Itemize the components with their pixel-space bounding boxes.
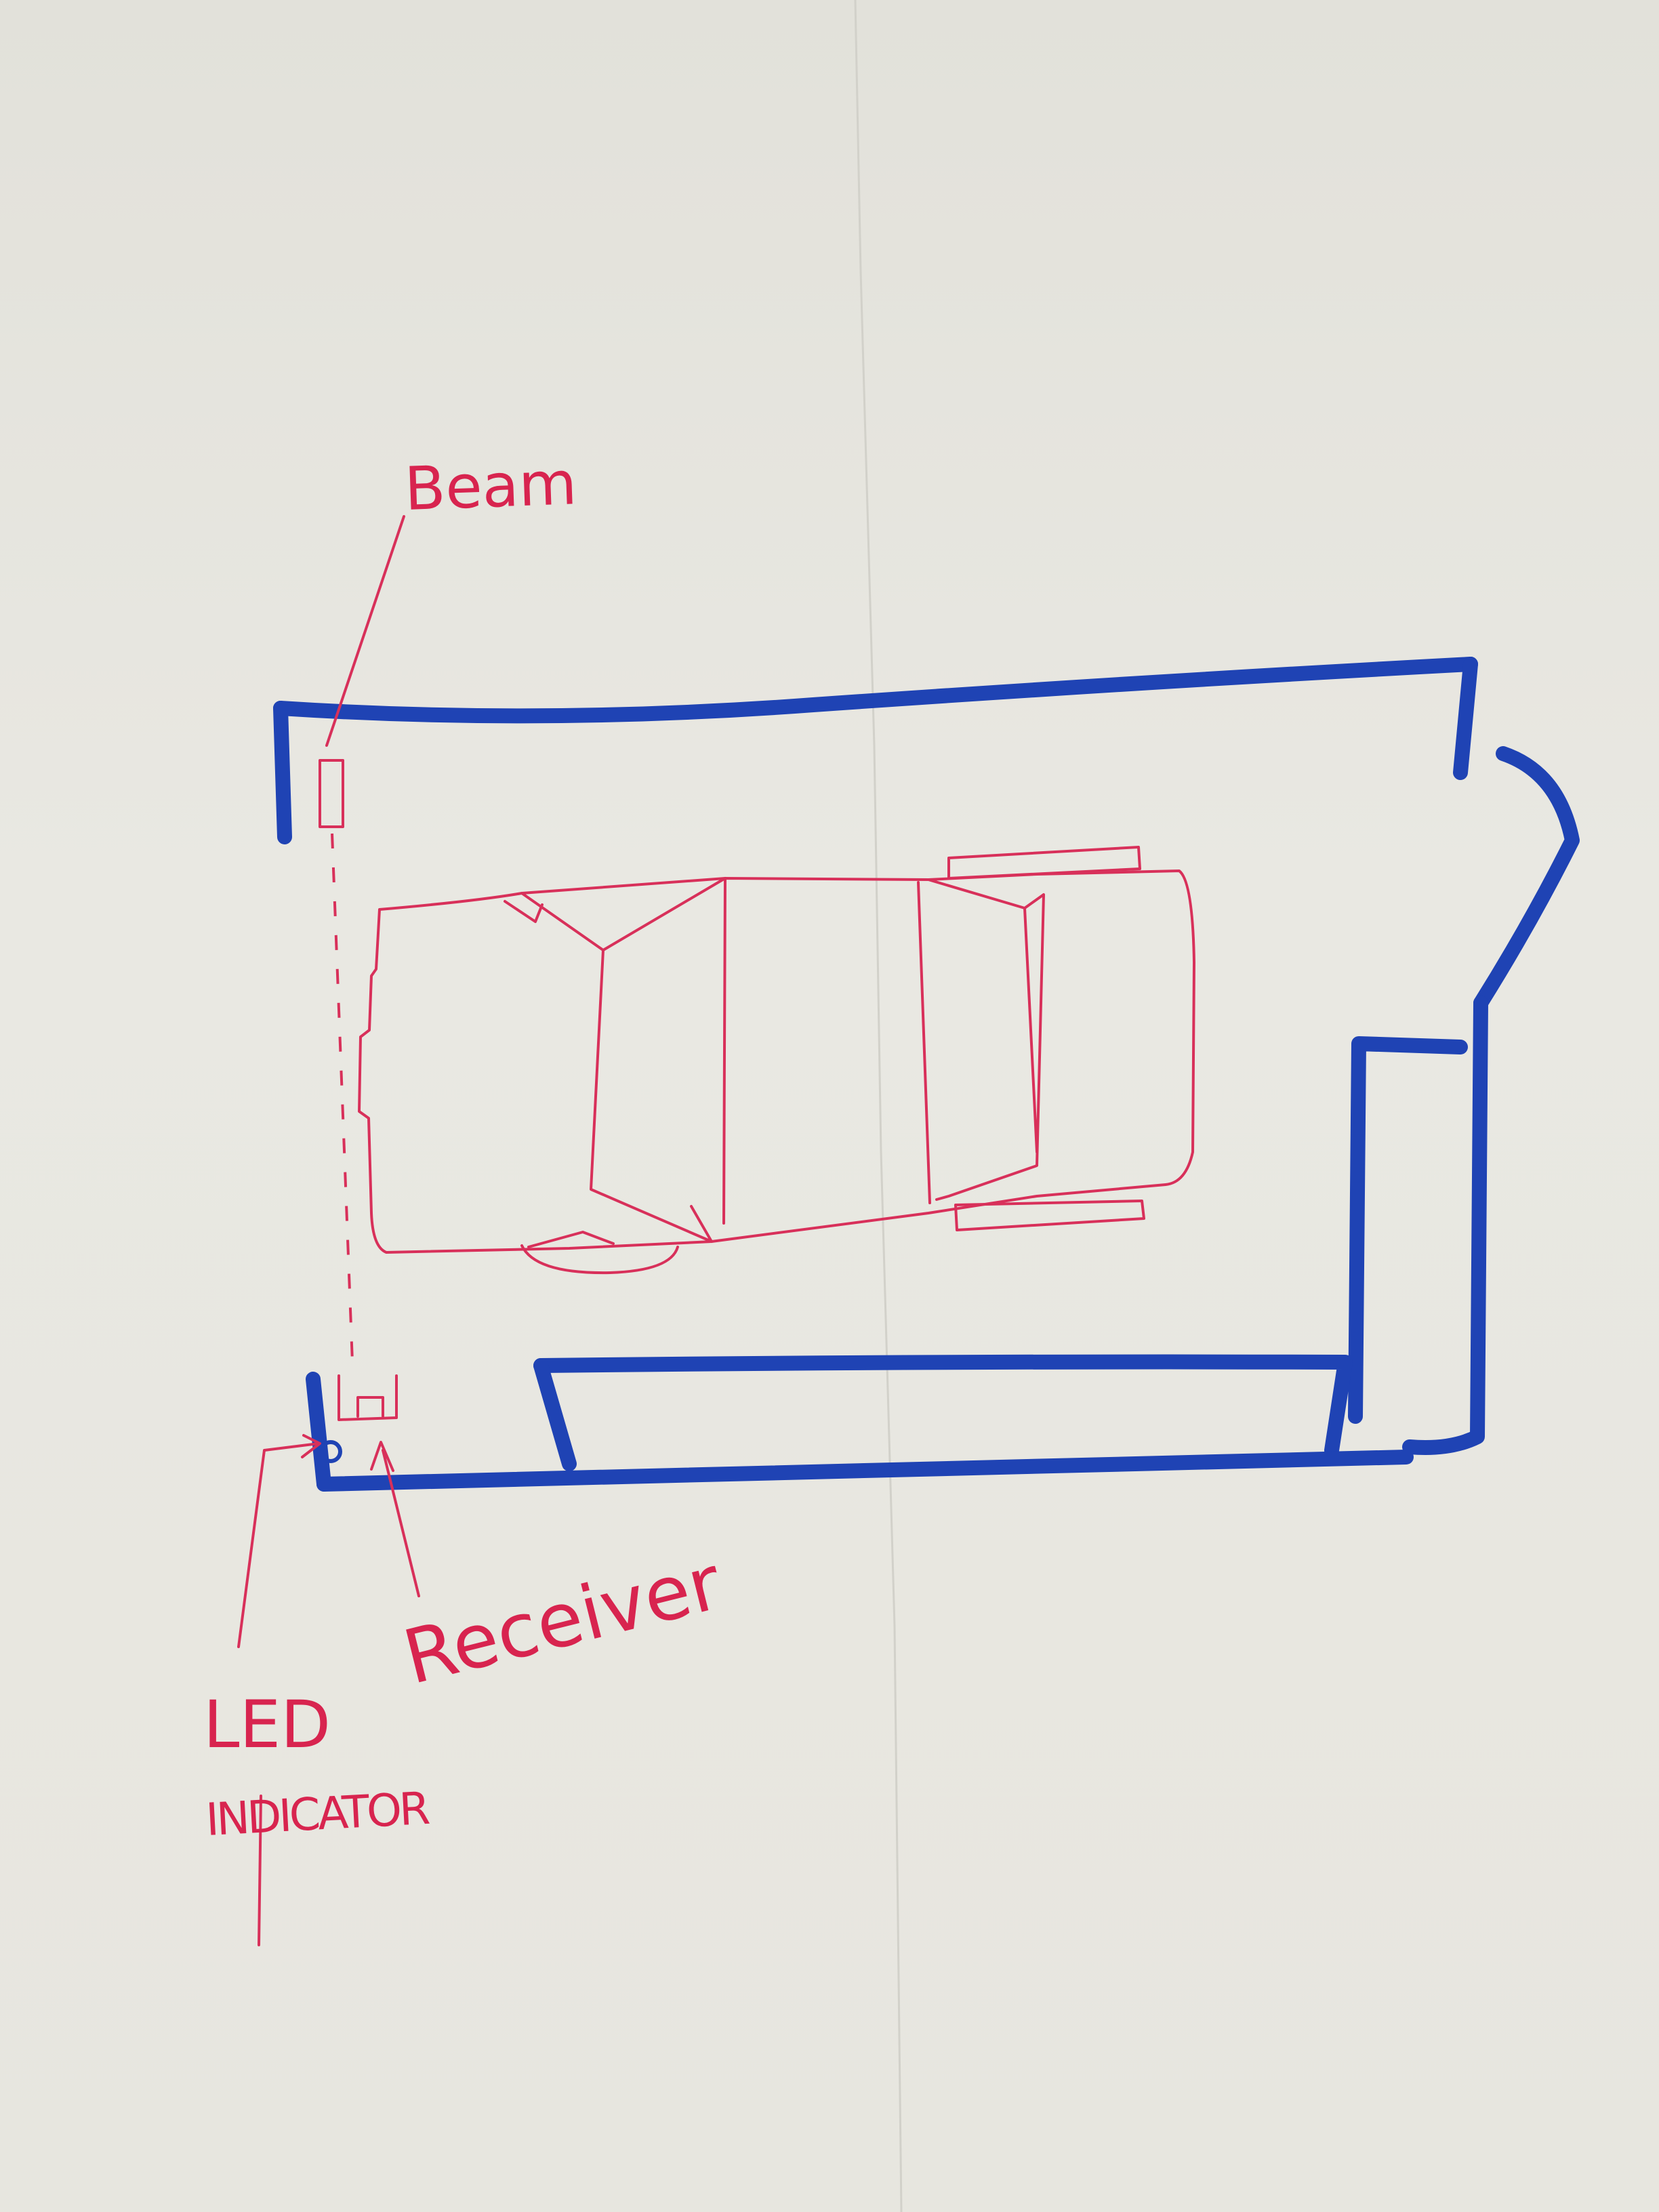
bottom-wall — [316, 1450, 1414, 1492]
car-roof-line — [722, 877, 726, 1225]
led-label: LED — [203, 1687, 331, 1763]
receiver-unit — [337, 1374, 398, 1421]
beam-label: Beam — [403, 448, 578, 524]
top-wall — [273, 657, 1478, 724]
side-door-bump — [1473, 746, 1580, 1010]
car-roof-rack-bottom — [954, 1200, 1145, 1231]
led-tail-line — [258, 1795, 262, 1946]
car-sketch — [358, 846, 1195, 1275]
left-wall-bottom — [306, 1372, 331, 1492]
storage-cupboard — [1348, 1036, 1468, 1424]
led-leader-line — [237, 1434, 321, 1648]
receiver-leader-line — [370, 1441, 420, 1597]
car-mirror-left — [504, 900, 544, 923]
right-wall-lower — [1402, 996, 1488, 1455]
garage-walls — [273, 657, 1580, 1492]
car-rear-pillar — [917, 881, 931, 1204]
indicator-label: INDICATOR — [205, 1782, 430, 1846]
paper-fold — [854, 0, 903, 2212]
car-rear-window — [927, 878, 1045, 1201]
beam-leader-line — [325, 515, 405, 747]
workbench — [533, 1354, 1353, 1458]
left-wall-top — [273, 701, 292, 844]
beam-emitter — [319, 759, 344, 828]
led-indicator-dot — [319, 1440, 342, 1463]
right-wall-upper — [1453, 657, 1478, 780]
beam-line — [331, 833, 354, 1363]
workbench-left-leg — [533, 1358, 577, 1471]
receiver-label: Receiver — [395, 1539, 729, 1702]
car-body — [358, 869, 1195, 1254]
car-roof-rack-top — [947, 846, 1141, 880]
car-front-wheel — [520, 1231, 679, 1275]
car-windscreen — [520, 877, 726, 1243]
